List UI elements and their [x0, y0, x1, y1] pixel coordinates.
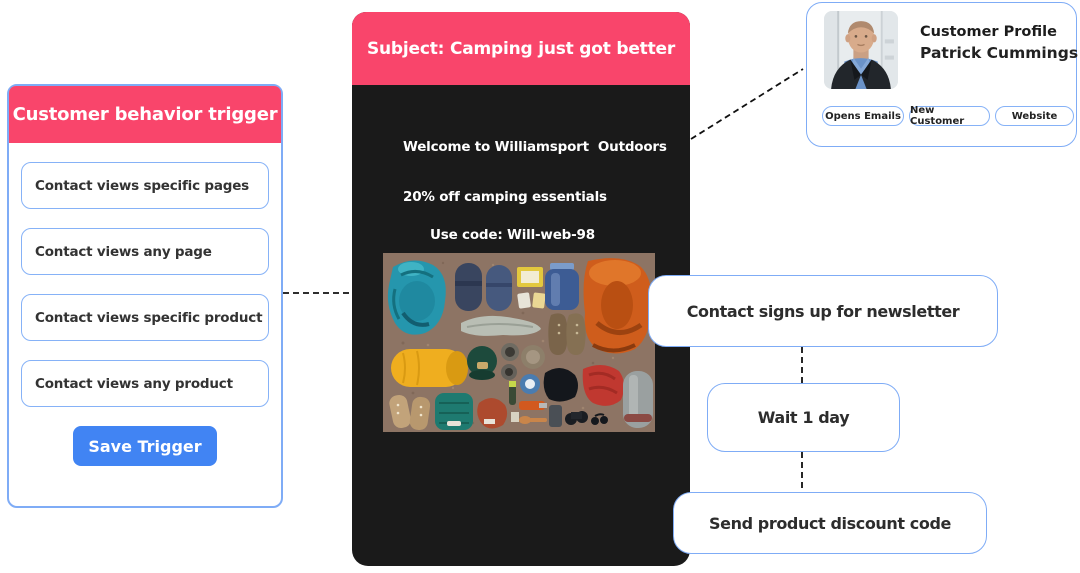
email-offer-line2: Use code: Will-web-98 [430, 227, 595, 243]
trigger-option-views-specific-product[interactable]: Contact views specific product [21, 294, 269, 341]
trigger-option-views-any-product[interactable]: Contact views any product [21, 360, 269, 407]
profile-customer-name: Patrick Cummings [920, 44, 1079, 62]
save-trigger-button[interactable]: Save Trigger [73, 426, 217, 466]
email-subject-header: Subject: Camping just got better [352, 12, 690, 85]
trigger-panel: Customer behavior trigger Contact views … [7, 84, 283, 508]
trigger-options-list: Contact views specific pages Contact vie… [9, 143, 281, 466]
workflow-step-label: Send product discount code [709, 513, 951, 533]
profile-photo [824, 11, 898, 89]
profile-tag-new-customer: New Customer [909, 105, 990, 127]
trigger-option-label: Contact views any page [35, 243, 212, 260]
trigger-panel-title: Customer behavior trigger [12, 104, 278, 125]
customer-profile-card: Customer Profile Patrick Cummings Opens … [806, 2, 1079, 147]
profile-card-title: Customer Profile [920, 24, 1057, 40]
workflow-step-wait-1-day[interactable]: Wait 1 day [707, 383, 900, 452]
workflow-step-newsletter-signup[interactable]: Contact signs up for newsletter [648, 275, 998, 347]
trigger-option-label: Contact views specific product [35, 309, 263, 326]
email-offer-text: 20% off camping essentials Use code: Wil… [403, 188, 607, 245]
profile-tag-opens-emails: Opens Emails [822, 106, 904, 126]
workflow-step-label: Contact signs up for newsletter [686, 301, 960, 321]
email-heading: Welcome to Williamsport Outdoors [403, 139, 667, 155]
workflow-step-send-discount-code[interactable]: Send product discount code [673, 492, 987, 554]
trigger-option-views-specific-pages[interactable]: Contact views specific pages [21, 162, 269, 209]
trigger-option-views-any-page[interactable]: Contact views any page [21, 228, 269, 275]
camping-gear-image [383, 253, 655, 432]
trigger-option-label: Contact views any product [35, 375, 233, 392]
email-subject-text: Subject: Camping just got better [366, 38, 676, 59]
email-preview-panel: Subject: Camping just got better Welcome… [352, 12, 690, 566]
connector-email-to-profile [690, 68, 804, 140]
email-offer-line1: 20% off camping essentials [403, 189, 607, 205]
trigger-option-label: Contact views specific pages [35, 177, 250, 194]
profile-tag-website: Website [995, 106, 1074, 126]
workflow-step-label: Wait 1 day [757, 408, 850, 427]
profile-tags: Opens Emails New Customer Website [822, 105, 1074, 127]
trigger-panel-header: Customer behavior trigger [9, 86, 281, 143]
